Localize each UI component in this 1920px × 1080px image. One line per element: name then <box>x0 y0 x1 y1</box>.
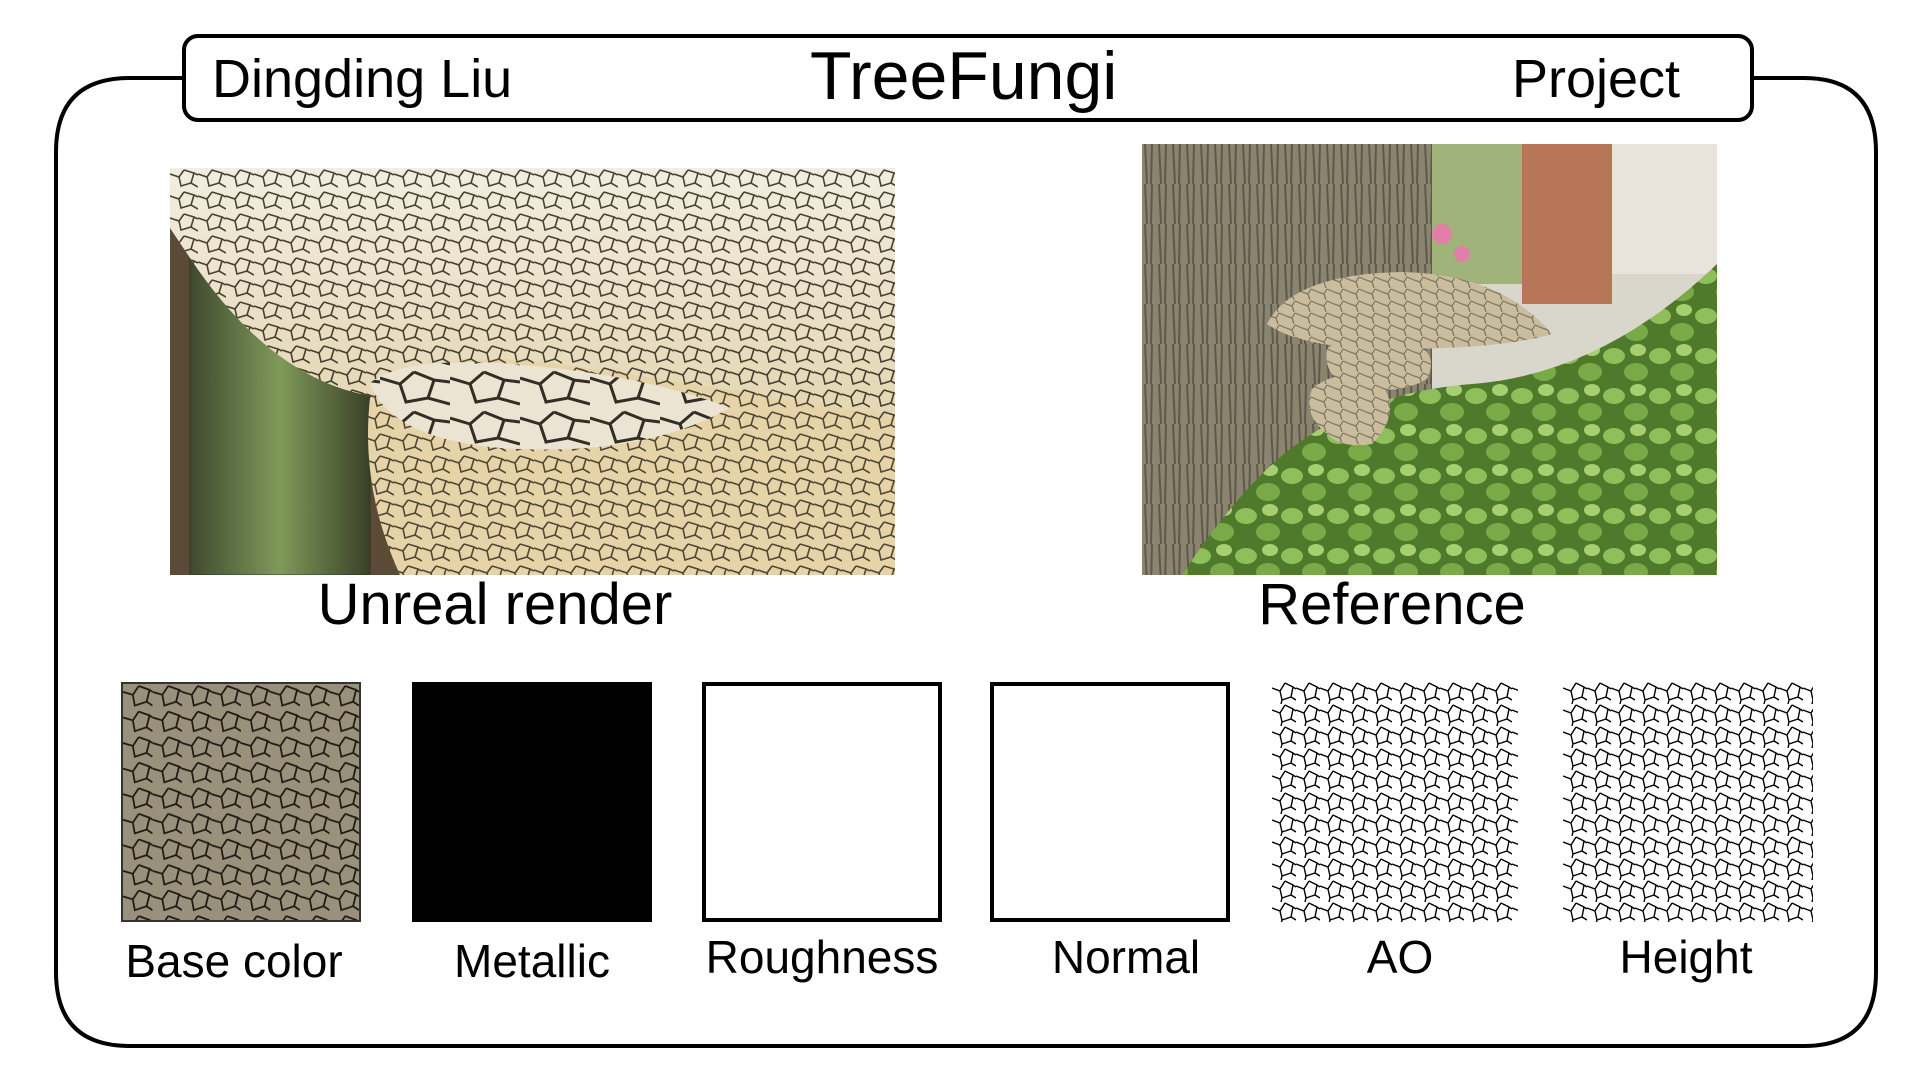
metallic-map <box>412 682 652 922</box>
base-color-map <box>121 682 361 922</box>
height-map <box>1563 682 1813 922</box>
roughness-map <box>702 682 942 922</box>
normal-map <box>990 682 1230 922</box>
ao-map <box>1272 682 1518 922</box>
author-name: Dingding Liu <box>212 49 513 109</box>
normal-label: Normal <box>1051 931 1201 983</box>
unreal-render-image <box>170 168 895 575</box>
roughness-label: Roughness <box>705 931 939 983</box>
reference-caption: Reference <box>1258 572 1526 637</box>
render-caption: Unreal render <box>317 572 673 637</box>
ao-label: AO <box>1366 931 1434 983</box>
reference-photo <box>1142 144 1717 575</box>
project-label: Project <box>1512 49 1681 109</box>
page-title: TreeFungi <box>810 38 1118 114</box>
base-color-label: Base color <box>125 935 343 987</box>
metallic-label: Metallic <box>454 935 610 987</box>
height-label: Height <box>1619 931 1753 983</box>
header-box <box>182 34 1754 122</box>
outer-rounded-border <box>54 76 1878 1048</box>
